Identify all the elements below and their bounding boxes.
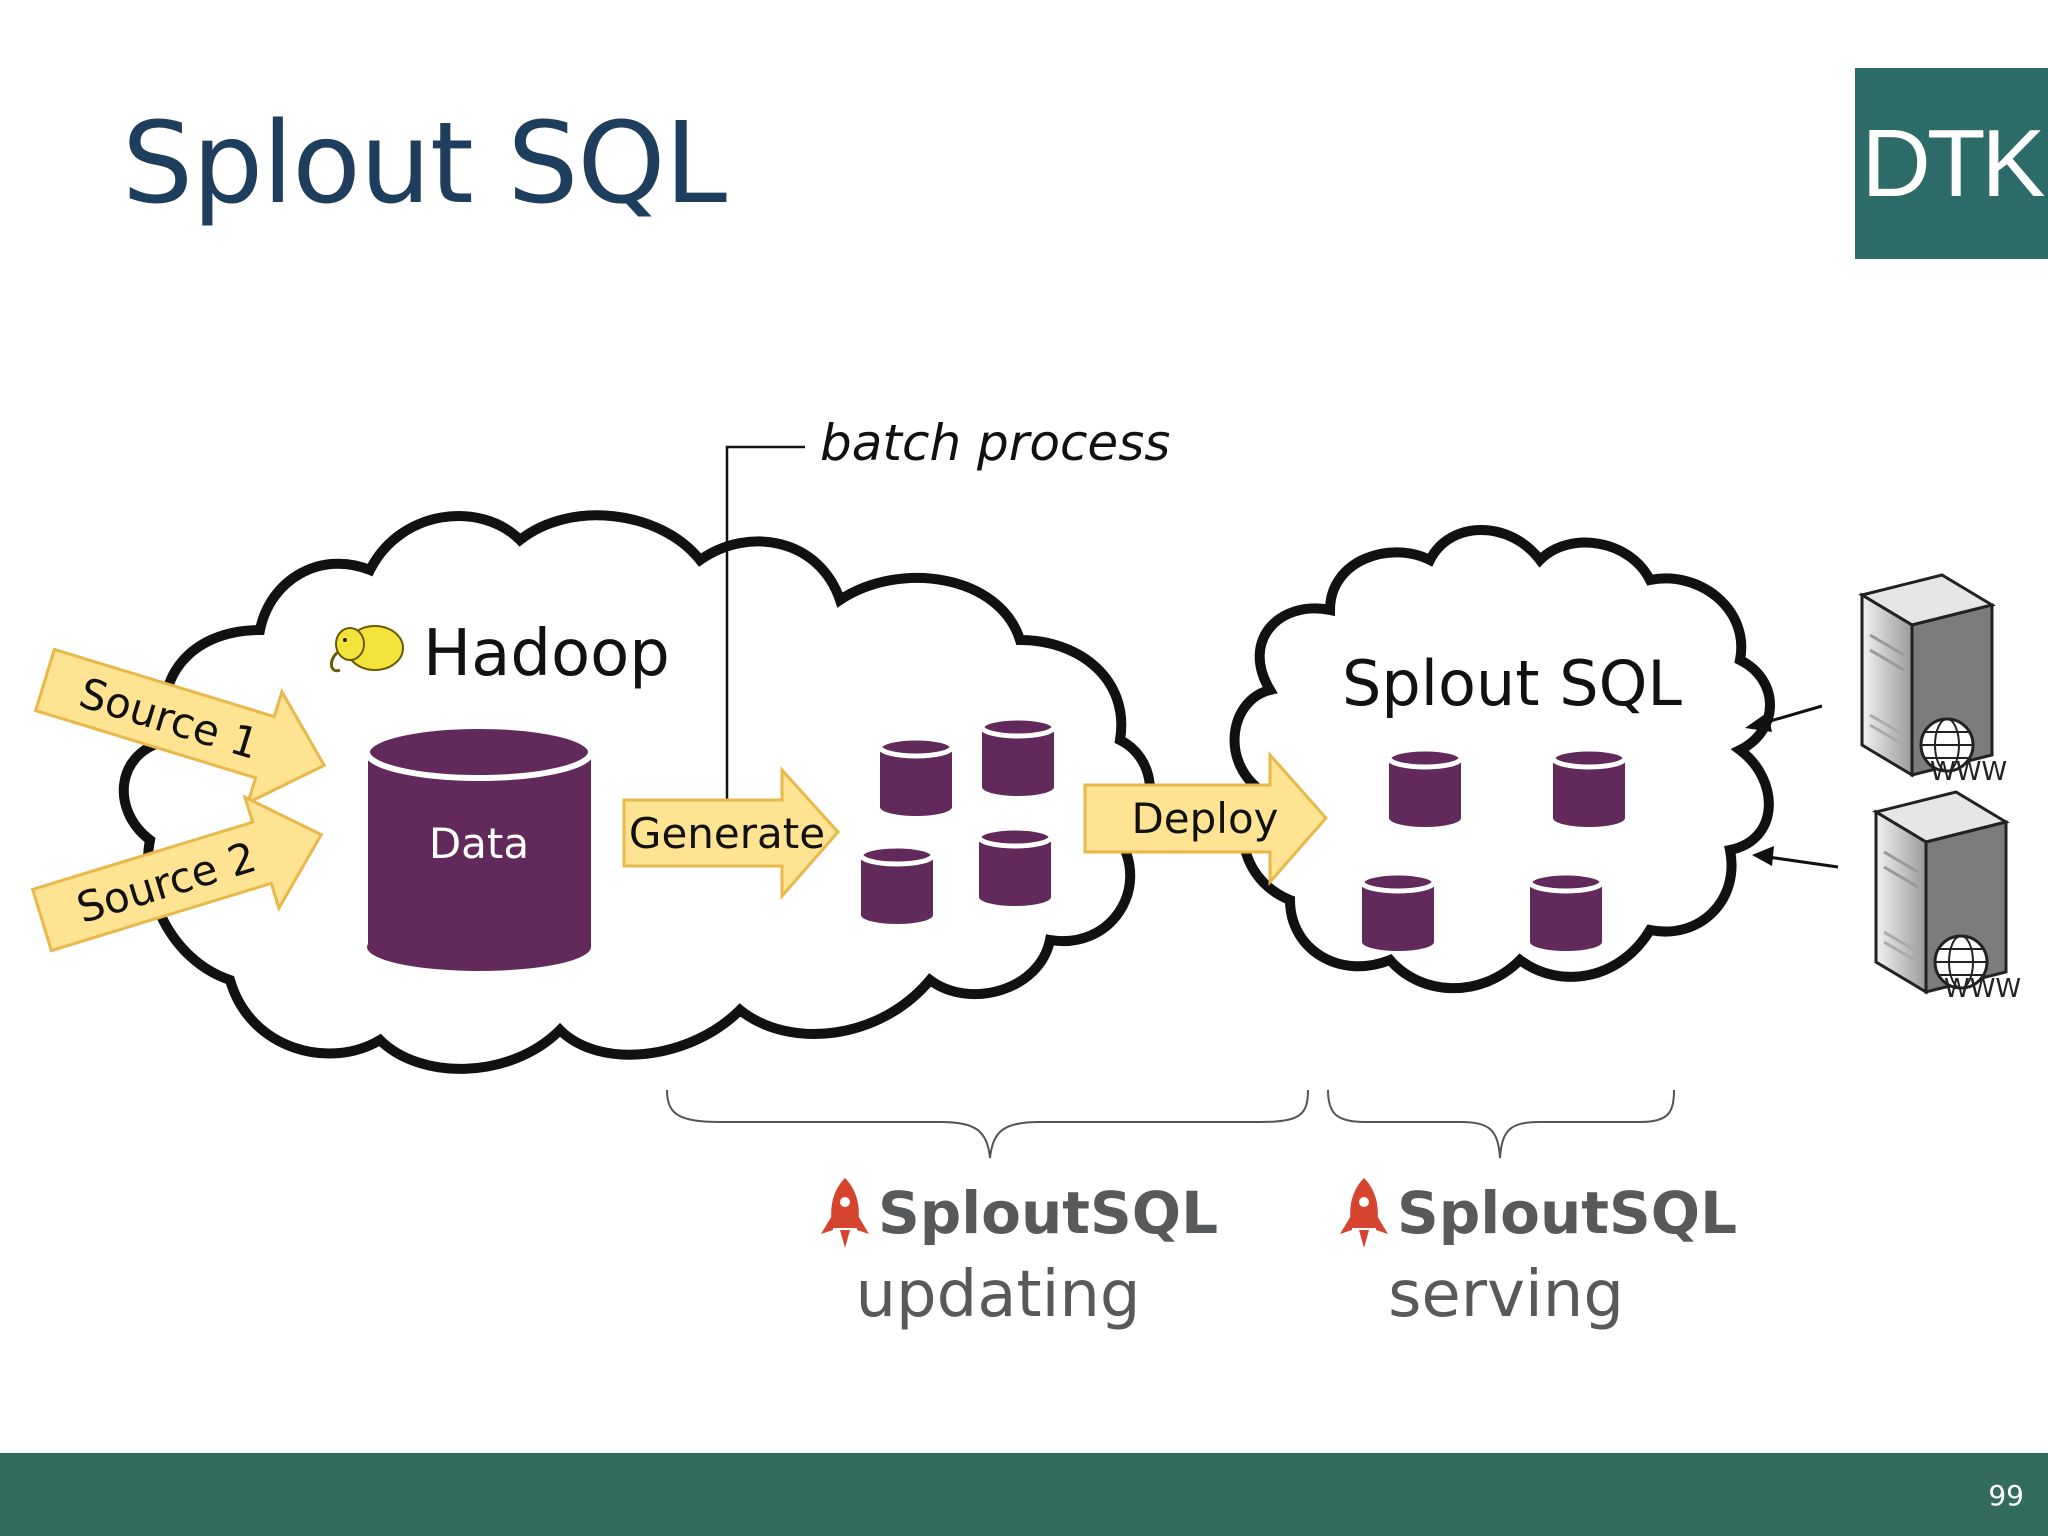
hadoop-label: Hadoop: [423, 617, 670, 691]
brand-updating: SploutSQL: [878, 1179, 1218, 1247]
partition-database-icon: [861, 846, 933, 924]
deploy-label: Deploy: [1131, 794, 1278, 843]
rocket-icon: [821, 1178, 869, 1248]
splout-database-icon: [1553, 749, 1625, 827]
generate-arrow: Generate: [622, 766, 841, 900]
footer-bar: 99: [0, 1453, 2048, 1536]
splout-cloud-label: Splout SQL: [1342, 647, 1682, 720]
request-arrow: [1752, 846, 1839, 869]
deploy-arrow: Deploy: [1083, 751, 1328, 886]
slide-title: Splout SQL: [122, 99, 727, 229]
page-number: 99: [1988, 1479, 2024, 1512]
serving-label: serving: [1388, 1258, 1624, 1332]
partition-database-icon: [880, 738, 952, 816]
splout-database-icon: [1389, 749, 1461, 827]
dtk-logo: DTK: [1855, 68, 2048, 259]
updating-label: updating: [855, 1258, 1140, 1332]
splout-database-icon: [1362, 873, 1434, 951]
batch-process-label: batch process: [820, 414, 1170, 472]
logo-text: DTK: [1861, 110, 2046, 217]
updating-brace: [666, 1089, 1309, 1159]
server-icon: WWW: [1860, 573, 2007, 787]
batch-process-leader-line: [725, 445, 805, 800]
generate-label: Generate: [629, 809, 825, 858]
request-arrow: [1745, 704, 1823, 732]
brand-serving: SploutSQL: [1397, 1179, 1737, 1247]
data-label: Data: [429, 819, 529, 868]
server-www-label: WWW: [1930, 757, 2007, 787]
rocket-icon: [1340, 1178, 1388, 1248]
server-icon: WWW: [1874, 790, 2021, 1004]
splout-database-icon: [1530, 873, 1602, 951]
serving-brace: [1327, 1089, 1675, 1159]
data-database-icon: [364, 723, 594, 971]
partition-database-icon: [979, 828, 1051, 906]
elephant-icon: [330, 625, 404, 673]
splout-cloud: [1229, 525, 1775, 994]
server-www-label: WWW: [1944, 974, 2021, 1004]
partition-database-icon: [982, 718, 1054, 796]
